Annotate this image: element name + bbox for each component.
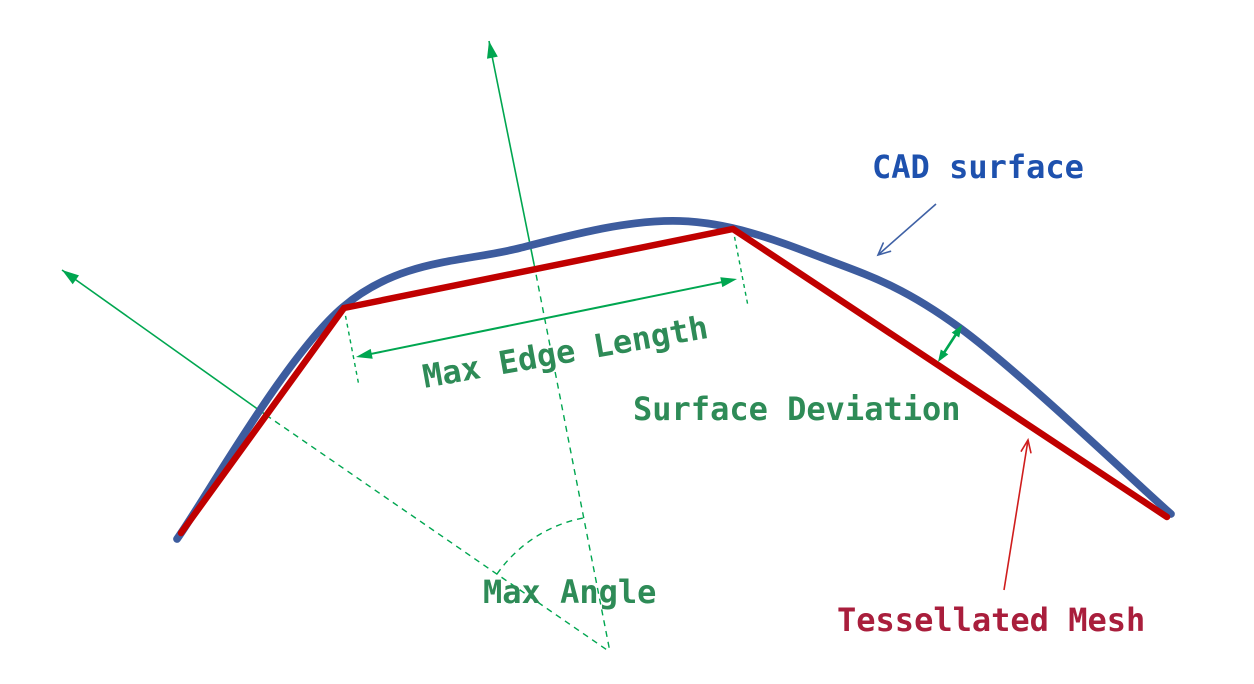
- cad-surface-label: CAD surface: [872, 148, 1084, 186]
- normal-ray-left-arrowhead: [62, 270, 79, 285]
- tessellated-mesh-pointer-arrowhead: [1020, 437, 1032, 454]
- surface-deviation-arrow-line: [942, 332, 958, 355]
- max-angle-arc: [496, 517, 584, 575]
- max-edge-length-arrowhead-right: [720, 277, 737, 288]
- normal-ray-left-line: [61, 269, 267, 416]
- edge-extension-right-dashed: [732, 228, 749, 307]
- max-edge-length-dimension-line: [369, 280, 724, 356]
- tessellated-mesh-polyline: [177, 225, 1171, 537]
- normal-ray-vertical-arrowhead: [487, 41, 498, 59]
- cad-surface-curve: [173, 217, 1175, 543]
- normal-ray-vertical-line: [488, 40, 535, 265]
- edge-extension-left-dashed: [343, 307, 360, 387]
- tessellated-mesh-pointer-line: [1003, 439, 1029, 591]
- cad-surface-pointer-arrowhead: [876, 242, 892, 257]
- surface-deviation-arrowhead-top: [951, 325, 962, 338]
- max-angle-label: Max Angle: [483, 573, 657, 611]
- max-edge-length-arrowhead-left: [356, 348, 373, 359]
- surface-deviation-label: Surface Deviation: [633, 390, 961, 428]
- normal-ray-left-extension-dashed: [265, 414, 611, 653]
- tessellated-mesh-label: Tessellated Mesh: [837, 601, 1146, 639]
- surface-deviation-arrowhead-bottom: [938, 349, 949, 362]
- cad-surface-pointer-line: [877, 203, 937, 256]
